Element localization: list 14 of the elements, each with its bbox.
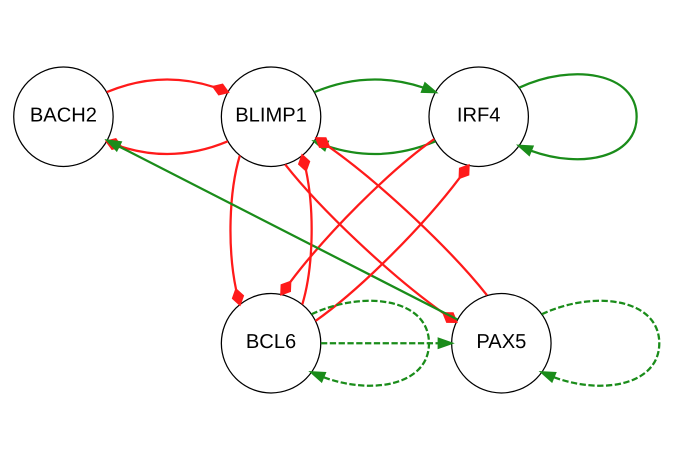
- arrow: [320, 337, 455, 350]
- node-circle: IRF4: [428, 66, 530, 168]
- connector: [298, 154, 313, 305]
- connector: [229, 155, 244, 306]
- node-circle: BCL6: [220, 292, 322, 394]
- node-circle: BACH2: [13, 66, 114, 168]
- arrow: [308, 300, 430, 387]
- arrow: [516, 73, 638, 160]
- connector: [106, 78, 230, 96]
- connector: [314, 137, 488, 296]
- node-circle: PAX5: [451, 292, 552, 394]
- arrow: [538, 300, 660, 387]
- arrow: [314, 78, 439, 94]
- node-circle: BLIMP1: [220, 66, 322, 168]
